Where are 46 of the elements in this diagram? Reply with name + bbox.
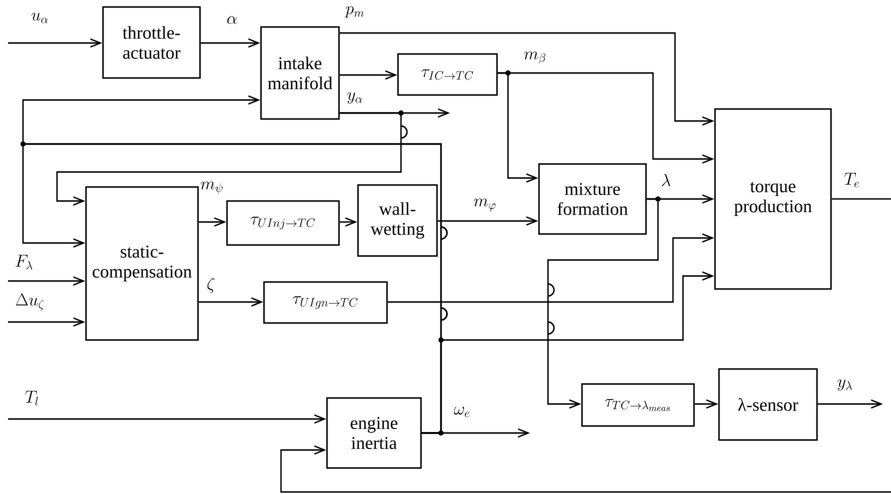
block-box: $\tau_{TC\to \lambda_{meas}}$ — [581, 383, 695, 427]
signal-arrow — [818, 399, 883, 409]
signal-arrow — [547, 198, 659, 409]
block-box: torque production — [714, 108, 832, 290]
signal-arrow — [340, 217, 358, 227]
signal-arrow — [388, 233, 714, 303]
signal-label: $m_\beta$ — [524, 52, 546, 64]
signal-arrow — [498, 72, 714, 164]
signal-label: $\lambda$ — [662, 174, 670, 186]
signal-arrow — [422, 271, 714, 434]
signal-arrow — [198, 217, 226, 227]
block-box: $\tau_{IC\to TC}$ — [397, 53, 498, 96]
block-box: mixture formation — [538, 163, 647, 235]
signal-label: $\alpha$ — [227, 16, 237, 24]
signal-label: $\Delta u_\zeta$ — [16, 293, 44, 310]
block-box: throttle-actuator — [102, 6, 201, 79]
block-box: $\tau_{UIgn\to TC}$ — [263, 281, 388, 324]
signal-arrow — [8, 414, 326, 424]
block-box: static-compensation — [85, 186, 199, 341]
signal-label: $\omega_e$ — [454, 406, 470, 418]
signal-label: $F_\lambda$ — [16, 254, 32, 270]
signal-label: $u_\alpha$ — [32, 12, 48, 24]
block-box: $\tau_{UInj\to TC}$ — [226, 200, 340, 246]
block-box: wall-wetting — [357, 184, 438, 257]
signal-arrow — [8, 276, 86, 286]
signal-arrow — [200, 38, 260, 48]
signal-arrow — [56, 112, 408, 206]
signal-label: $y_\alpha$ — [347, 92, 362, 104]
signal-label: $y_\lambda$ — [838, 379, 852, 391]
signal-arrow — [340, 32, 714, 126]
signal-arrow — [694, 399, 718, 409]
signal-arrow — [8, 317, 86, 327]
signal-arrow — [438, 216, 538, 226]
signal-label: $T_l$ — [25, 390, 38, 406]
block-box: engine inertia — [326, 397, 422, 469]
signal-label: $m_\psi$ — [200, 182, 223, 194]
signal-arrow — [340, 70, 398, 80]
signal-label: $T_e$ — [844, 172, 859, 188]
block-box: λ-sensor — [718, 368, 818, 441]
signal-label: $m_\varphi$ — [474, 198, 496, 212]
block-box: intake manifold — [260, 26, 340, 120]
signal-label: $p_m$ — [344, 6, 364, 18]
signal-label: $\zeta$ — [207, 277, 215, 293]
signal-arrow — [198, 297, 264, 307]
signal-arrow — [8, 38, 102, 48]
signal-arrow — [280, 445, 891, 493]
